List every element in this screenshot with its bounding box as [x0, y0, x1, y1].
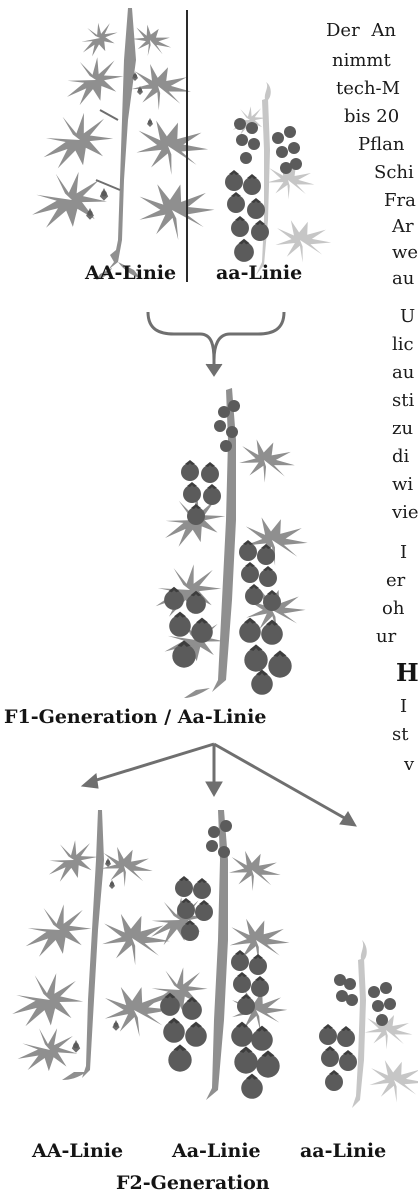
label-f2-aa-small-line: aa-Linie	[300, 1140, 386, 1162]
text-line: U	[400, 306, 415, 328]
plant-f2-aa-mixed	[141, 810, 293, 1100]
text-line: v	[404, 754, 414, 776]
label-f1-generation: F1-Generation / Aa-Linie	[4, 706, 266, 728]
text-line: sti	[392, 390, 414, 412]
text-line: au	[392, 268, 414, 290]
text-line: Schi	[374, 162, 414, 184]
plant-f1	[147, 388, 312, 698]
text-line: I	[400, 696, 407, 718]
text-line: vie	[392, 502, 418, 524]
merge-arrow	[148, 312, 284, 376]
text-line: Der An	[326, 20, 396, 42]
text-line: lic	[392, 334, 414, 356]
label-f2-generation: F2-Generation	[116, 1172, 270, 1194]
text-line: Fra	[384, 190, 416, 212]
text-line: nimmt	[332, 50, 391, 72]
text-line: ur	[376, 626, 396, 648]
text-line: st	[392, 724, 408, 746]
plant-f2-aa	[6, 810, 175, 1080]
text-line: zu	[392, 418, 413, 440]
text-line: Ar	[392, 216, 414, 238]
divider-line	[186, 10, 188, 282]
text-line: we	[392, 242, 418, 264]
section-heading: H	[396, 660, 418, 686]
text-line: I	[400, 542, 407, 564]
plant-f2-aa-small	[319, 940, 418, 1108]
plant-aa-top	[26, 8, 218, 280]
text-line: bis 20	[344, 106, 399, 128]
text-line: oh	[382, 598, 404, 620]
label-f2-aa-mixed-line: Aa-Linie	[172, 1140, 261, 1162]
text-line: er	[386, 570, 405, 592]
text-line: Pflan	[358, 134, 404, 156]
label-aa-line-parent: AA-Linie	[85, 262, 176, 284]
plant-aa-small-top	[225, 82, 335, 275]
text-line: di	[392, 446, 409, 468]
label-aa-small-line-parent: aa-Linie	[216, 262, 302, 284]
label-f2-aa-line: AA-Linie	[32, 1140, 123, 1162]
text-line: au	[392, 362, 414, 384]
text-line: wi	[392, 474, 413, 496]
text-line: tech-M	[336, 78, 400, 100]
